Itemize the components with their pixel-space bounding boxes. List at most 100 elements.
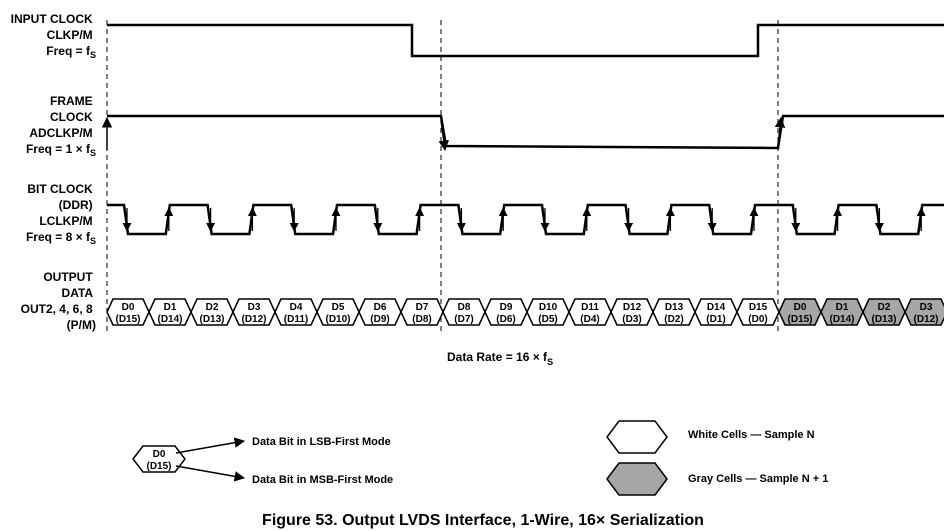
data-cell-bit: D3 — [920, 302, 933, 313]
legend-arrow-msb — [175, 465, 246, 482]
frame-clock-falling-arrow — [438, 119, 449, 152]
data-cell-msb-bit: (D7) — [454, 314, 473, 325]
legend-arrow-lsb — [175, 437, 246, 454]
data-cell: D9(D6) — [484, 298, 528, 326]
data-cell-msb-bit: (D15) — [115, 314, 140, 325]
legend-white-label: White Cells — Sample N — [688, 429, 815, 441]
data-cell-bit: D13 — [665, 302, 684, 313]
data-cell: D5(D10) — [316, 298, 360, 326]
data-cell-bit: D7 — [416, 302, 429, 313]
figure-caption: Figure 53. Output LVDS Interface, 1-Wire… — [262, 512, 704, 529]
data-cell-msb-bit: (D10) — [325, 314, 350, 325]
legend-example-cell — [132, 445, 186, 473]
data-cell: D0(D15) — [106, 298, 150, 326]
data-cell-bit: D2 — [878, 302, 891, 313]
data-cell: D3(D12) — [232, 298, 276, 326]
input-clock-label-line: CLKP/M — [47, 28, 93, 42]
data-cell-msb-bit: (D12) — [241, 314, 266, 325]
data-cell-bit: D12 — [623, 302, 642, 313]
data-cell-bit: D15 — [749, 302, 768, 313]
data-cell-bit: D0 — [794, 302, 807, 313]
legend-white-cell — [606, 420, 668, 454]
frame-clock-freq: Freq = 1 × fS — [26, 142, 96, 158]
data-cell-msb-bit: (D0) — [748, 314, 767, 325]
frame-clock-label: FRAME CLOCK ADCLKP/M Freq = 1 × fS — [26, 94, 96, 158]
output-data-label: OUTPUT DATA OUT2, 4, 6, 8 (P/M) — [21, 270, 96, 332]
output-data-label-line: OUT2, 4, 6, 8 — [21, 302, 93, 316]
data-cell-shape — [904, 298, 944, 326]
legend-example: D0 (D15) Data Bit in LSB-First Mode Data… — [132, 436, 393, 486]
legend-shading: White Cells — Sample N Gray Cells — Samp… — [606, 420, 828, 496]
input-clock-freq: Freq = fS — [46, 44, 96, 60]
frame-clock-waveform — [101, 114, 944, 152]
data-cell-msb-bit: (D8) — [412, 314, 431, 325]
data-cell-msb-bit: (D15) — [787, 314, 812, 325]
output-data-label-line: (P/M) — [67, 318, 96, 332]
data-cell-msb-bit: (D5) — [538, 314, 557, 325]
bit-clock-freq: Freq = 8 × fS — [26, 230, 96, 246]
data-cell-bit: D10 — [539, 302, 558, 313]
bit-clock-label-line: BIT CLOCK — [27, 182, 93, 196]
data-cell-bit: D14 — [707, 302, 726, 313]
data-cell-bit: D9 — [500, 302, 513, 313]
data-cell: D0(D15) — [778, 298, 822, 326]
data-cell: D10(D5) — [526, 298, 570, 326]
output-data-label-line: OUTPUT — [43, 270, 93, 284]
reference-lines — [106, 20, 779, 335]
data-cell: D15(D0) — [736, 298, 780, 326]
input-clock-waveform — [107, 23, 944, 58]
data-cell: D4(D11) — [274, 298, 318, 326]
data-cell-bit: D11 — [581, 302, 599, 313]
frame-clock-rising-arrow — [774, 116, 786, 147]
data-cell-msb-bit: (D4) — [580, 314, 599, 325]
data-cell-bit: D4 — [290, 302, 303, 313]
output-data-label-line: DATA — [62, 286, 94, 300]
frame-clock-label-line: FRAME — [50, 94, 93, 108]
data-cell: D2(D13) — [862, 298, 906, 326]
bit-clock-label-line: (DDR) — [59, 198, 93, 212]
data-cell: D7(D8) — [400, 298, 444, 326]
data-cell-msb-bit: (D12) — [913, 314, 938, 325]
data-cell: D3(D12) — [904, 298, 944, 326]
frame-clock-label-line: CLOCK — [50, 110, 93, 124]
data-cell-bit: D1 — [836, 302, 849, 313]
data-cell-msb-bit: (D1) — [706, 314, 725, 325]
input-clock-label-line: INPUT CLOCK — [11, 12, 93, 26]
data-cell-msb-bit: (D13) — [199, 314, 224, 325]
data-cell: D13(D2) — [652, 298, 696, 326]
data-cell-bit: D5 — [332, 302, 345, 313]
data-cell: D1(D14) — [820, 298, 864, 326]
data-cell-msb-bit: (D9) — [370, 314, 389, 325]
bit-clock-waveform — [107, 203, 944, 236]
data-cell-msb-bit: (D11) — [284, 314, 308, 325]
data-cell-bit: D0 — [122, 302, 135, 313]
data-cell: D11(D4) — [568, 298, 612, 326]
data-cell-bit: D8 — [458, 302, 471, 313]
legend-lsb-label: Data Bit in LSB-First Mode — [252, 436, 391, 448]
data-cell: D2(D13) — [190, 298, 234, 326]
data-cell-msb-bit: (D6) — [496, 314, 515, 325]
legend-gray-cell — [606, 462, 668, 496]
data-cell: D6(D9) — [358, 298, 402, 326]
data-cell-msb-bit: (D14) — [157, 314, 182, 325]
legend-gray-label: Gray Cells — Sample N + 1 — [688, 473, 828, 485]
data-rate-label: Data Rate = 16 × fS — [447, 350, 553, 367]
data-cell-msb-bit: (D13) — [871, 314, 896, 325]
data-cell: D12(D3) — [610, 298, 654, 326]
frame-clock-label-line: ADCLKP/M — [29, 126, 92, 140]
legend-msb-label: Data Bit in MSB-First Mode — [252, 474, 393, 486]
data-cell-bit: D2 — [206, 302, 219, 313]
bit-clock-line — [107, 203, 944, 236]
data-cell-bit: D6 — [374, 302, 387, 313]
data-cell-msb-bit: (D3) — [622, 314, 641, 325]
input-clock-label: INPUT CLOCK CLKP/M Freq = fS — [11, 12, 96, 60]
legend-example-top: D0 — [153, 449, 166, 460]
data-cell-bit: D1 — [164, 302, 177, 313]
data-cell-msb-bit: (D2) — [664, 314, 683, 325]
data-cell-bit: D3 — [248, 302, 261, 313]
data-cell: D14(D1) — [694, 298, 738, 326]
output-data-cells: D0(D15)D1(D14)D2(D13)D3(D12)D4(D11)D5(D1… — [106, 298, 944, 326]
data-cell-msb-bit: (D14) — [829, 314, 854, 325]
data-cell: D1(D14) — [148, 298, 192, 326]
